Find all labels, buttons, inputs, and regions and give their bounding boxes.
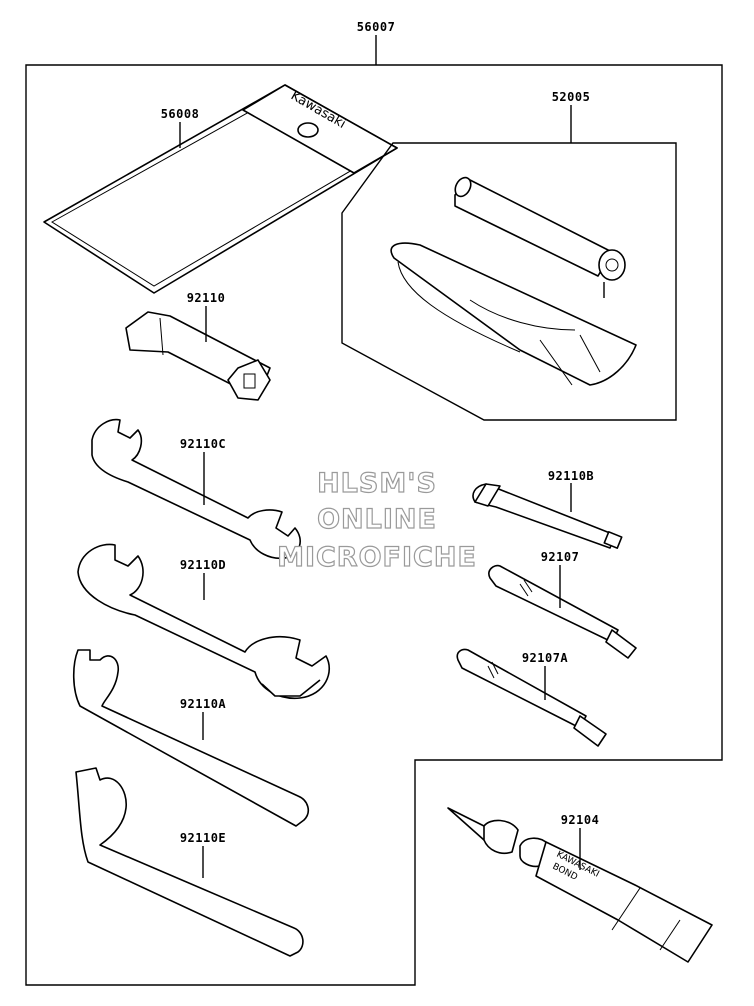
screwdriver-bit	[488, 564, 637, 659]
gauge-inset-outline	[341, 142, 677, 421]
watermark-line-2: ONLINE	[317, 504, 437, 535]
watermark: HLSM'S ONLINE MICROFICHE	[276, 467, 477, 573]
part-number-92110: 92110	[187, 291, 226, 305]
bond-tube: KAWASAKI BOND	[447, 807, 713, 963]
hook-wrench-e	[75, 767, 304, 957]
box-wrench	[125, 311, 271, 401]
open-end-wrench-large	[77, 543, 331, 699]
tire-gauge	[454, 176, 626, 298]
open-end-wrench-small	[91, 418, 301, 560]
gauge-case	[390, 242, 637, 386]
part-number-92110B: 92110B	[548, 469, 594, 483]
part-number-92107A: 92107A	[522, 651, 569, 665]
part-number-92110A: 92110A	[180, 697, 227, 711]
hook-wrench-a	[72, 649, 310, 827]
tool-pouch: Kawasaki	[43, 84, 398, 294]
part-number-56007: 56007	[357, 20, 396, 34]
watermark-line-3: MICROFICHE	[277, 542, 477, 573]
part-number-92110D: 92110D	[180, 558, 226, 572]
part-number-92110C: 92110C	[180, 437, 226, 451]
part-number-92110E: 92110E	[180, 831, 226, 845]
screwdriver-bit-a	[456, 648, 607, 747]
hex-key	[472, 483, 623, 549]
kit-outline	[25, 64, 723, 986]
watermark-line-1: HLSM'S	[317, 468, 437, 499]
part-number-92107: 92107	[541, 550, 580, 564]
part-number-92104: 92104	[561, 813, 600, 827]
part-number-56008: 56008	[161, 107, 200, 121]
part-number-52005: 52005	[552, 90, 591, 104]
